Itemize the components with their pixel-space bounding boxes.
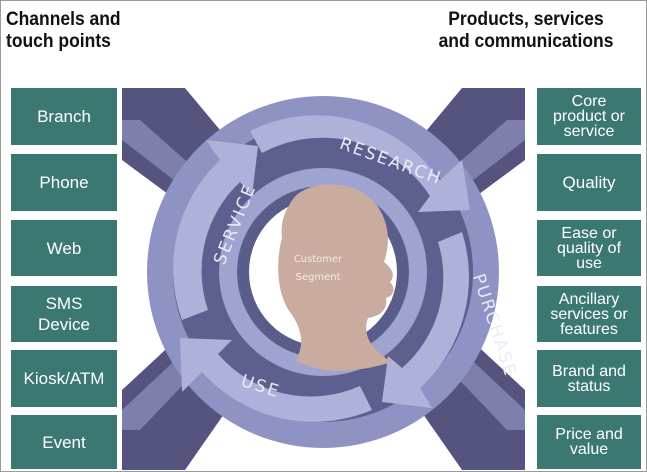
channel-box-sms-device: SMS Device [11, 286, 117, 342]
products-heading: Products, services and communications [419, 9, 632, 53]
product-box-quality: Quality [537, 154, 641, 211]
product-label: use [576, 254, 602, 272]
channel-label: Web [46, 238, 82, 258]
channel-label: Phone [39, 173, 89, 192]
channel-label: Branch [37, 107, 91, 126]
channel-label: Device [38, 315, 90, 334]
product-box-price: Price and value [537, 415, 641, 469]
product-label: Ancillary [558, 290, 620, 308]
customer-silhouette [278, 184, 394, 371]
product-label: quality of [556, 239, 622, 257]
product-label: Core [571, 93, 607, 110]
product-label: Price and [555, 426, 623, 443]
channel-label: SMS [45, 294, 83, 313]
product-label: services or [550, 305, 628, 323]
product-label: features [560, 320, 618, 338]
product-label: Ease or [561, 224, 617, 242]
products-heading-line-1: Products, services [448, 9, 604, 30]
product-label: product or [552, 108, 626, 125]
product-label: service [563, 123, 615, 140]
product-label: Brand and [552, 362, 626, 380]
product-label: status [567, 377, 611, 395]
product-box-brand: Brand and status [537, 350, 641, 407]
center-label-line-2: Segment [296, 272, 341, 283]
channels-heading: Channels and touch points [6, 9, 121, 53]
product-label: Quality [562, 173, 616, 192]
channel-label: Kiosk/ATM [23, 369, 105, 388]
product-label: value [569, 441, 609, 458]
product-box-ancillary: Ancillary services or features [537, 286, 641, 342]
channel-box-phone: Phone [11, 154, 117, 211]
product-box-ease: Ease or quality of use [537, 220, 641, 276]
channel-box-event: Event [11, 415, 117, 469]
segment-service [173, 140, 258, 320]
products-heading-line-2: and communications [438, 31, 614, 52]
segment-use [180, 338, 372, 422]
segment-purchase [382, 232, 469, 408]
channel-label: Event [42, 432, 86, 452]
channel-box-branch: Branch [11, 88, 117, 145]
center-label-line-1: Customer [294, 254, 343, 265]
channels-heading-line-1: Channels and [6, 9, 121, 30]
segment-research [250, 115, 470, 212]
product-box-core: Core product or service [537, 88, 641, 145]
channel-box-web: Web [11, 220, 117, 276]
channel-box-kiosk-atm: Kiosk/ATM [11, 350, 117, 407]
channels-heading-line-2: touch points [6, 31, 111, 52]
